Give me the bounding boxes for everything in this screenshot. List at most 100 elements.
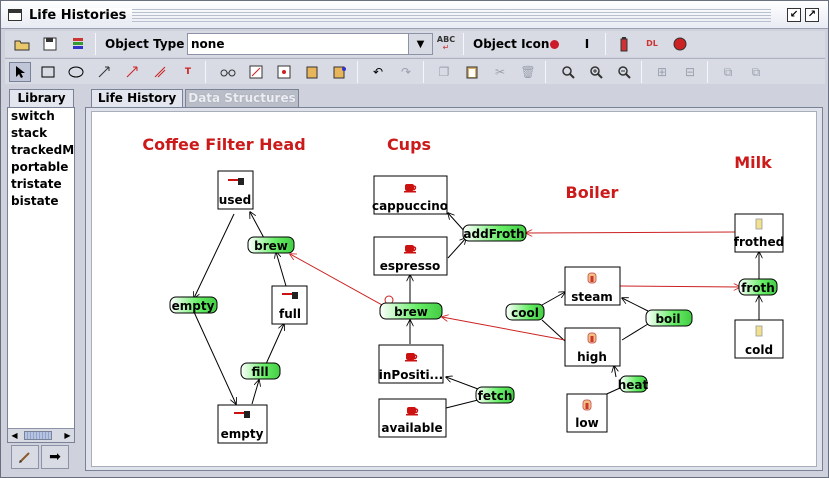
- state-steam[interactable]: steam: [564, 266, 621, 306]
- frame-icon[interactable]: [273, 62, 295, 82]
- tab-data-structures[interactable]: Data Structures: [185, 89, 299, 107]
- state-inposition[interactable]: inPositi...: [378, 344, 444, 384]
- title-bar[interactable]: Life Histories ↙ ↗: [1, 1, 828, 29]
- arrow-right-icon[interactable]: ➡: [41, 445, 69, 469]
- state-frothed[interactable]: frothed: [734, 213, 784, 253]
- spell-check-icon[interactable]: ABC ↵: [436, 35, 456, 52]
- state-used[interactable]: used: [217, 170, 254, 210]
- action-boil[interactable]: boil: [645, 309, 693, 327]
- search-icon[interactable]: [557, 62, 579, 82]
- chevron-down-icon[interactable]: ▼: [408, 34, 432, 54]
- redo-icon[interactable]: ↷: [400, 65, 412, 79]
- library-item[interactable]: portable: [11, 160, 69, 174]
- link-full-brew[interactable]: [276, 252, 287, 287]
- trash-icon[interactable]: 🗑: [520, 65, 536, 79]
- state-espresso[interactable]: espresso: [373, 236, 448, 276]
- toolbar-separator: [641, 61, 642, 83]
- bring-front-icon[interactable]: ⧉: [723, 65, 733, 79]
- copy-icon[interactable]: ❐: [438, 65, 450, 79]
- text-tool-icon[interactable]: T: [184, 66, 192, 77]
- text-cursor-icon[interactable]: I: [584, 37, 590, 51]
- scroll-right-icon[interactable]: ▶: [64, 431, 71, 440]
- library-item[interactable]: trackedMo: [11, 143, 74, 157]
- zoom-out-icon[interactable]: [613, 62, 635, 82]
- object-icon-dot-icon[interactable]: [550, 40, 559, 49]
- scroll-thumb[interactable]: [24, 431, 52, 440]
- state-cold[interactable]: cold: [734, 319, 784, 359]
- library-tab[interactable]: Library: [9, 89, 74, 107]
- link-brew-used[interactable]: [250, 212, 265, 239]
- ellipse-tool-icon[interactable]: [65, 62, 87, 82]
- link-fetch-inposition[interactable]: [446, 377, 479, 390]
- sync-frothed-addfroth[interactable]: [526, 232, 736, 233]
- line-chart-icon[interactable]: [245, 62, 267, 82]
- link-used-empty[interactable]: [194, 213, 235, 298]
- link-fill-full[interactable]: [265, 324, 284, 365]
- open-folder-icon[interactable]: [11, 34, 33, 54]
- sync-brew-brew[interactable]: [290, 254, 383, 306]
- state-cappuccino[interactable]: cappuccino: [372, 175, 448, 215]
- action-brew-cups[interactable]: brew: [379, 302, 443, 320]
- delete-line-icon[interactable]: DL: [646, 39, 658, 48]
- rectangle-tool-icon[interactable]: [37, 62, 59, 82]
- action-brew-filter[interactable]: brew: [247, 236, 295, 254]
- action-addfroth[interactable]: addFroth: [462, 224, 527, 242]
- action-cool[interactable]: cool: [505, 303, 545, 321]
- scroll-left-icon[interactable]: ◀: [11, 431, 18, 440]
- action-fetch[interactable]: fetch: [475, 386, 515, 404]
- link-empty-fill[interactable]: [251, 380, 259, 405]
- state-empty[interactable]: empty: [217, 404, 268, 444]
- paste-icon[interactable]: [461, 62, 483, 82]
- link-heat-high[interactable]: [614, 366, 616, 378]
- library-item[interactable]: tristate: [11, 177, 62, 191]
- undo-icon[interactable]: ↶: [372, 65, 384, 79]
- action-froth[interactable]: froth: [738, 278, 778, 296]
- link-high-cool[interactable]: [541, 319, 567, 343]
- library-item[interactable]: stack: [11, 126, 48, 140]
- library-item[interactable]: switch: [11, 109, 55, 123]
- link-empty-empty[interactable]: [193, 311, 236, 404]
- tab-life-history[interactable]: Life History: [91, 89, 183, 107]
- arrow-tool-icon[interactable]: [93, 62, 115, 82]
- state-low[interactable]: low: [566, 393, 608, 433]
- brush-icon[interactable]: [11, 445, 39, 469]
- sync-steam-froth[interactable]: [619, 286, 740, 287]
- save-icon[interactable]: [39, 34, 61, 54]
- restore-icon[interactable]: ↙: [787, 8, 801, 22]
- cut-icon[interactable]: ✂: [494, 65, 506, 79]
- link-available-fetch[interactable]: [445, 399, 479, 409]
- group-icon[interactable]: ⊞: [656, 65, 668, 79]
- maximize-icon[interactable]: ↗: [805, 8, 819, 22]
- send-back-icon[interactable]: ⧉: [751, 65, 761, 79]
- action-fill[interactable]: fill: [240, 362, 281, 380]
- pointer-tool-icon[interactable]: [9, 62, 31, 82]
- stop-record-icon[interactable]: [669, 34, 691, 54]
- action-empty[interactable]: empty: [169, 296, 218, 314]
- link-espresso-addfroth[interactable]: [447, 238, 466, 259]
- link-cool-steam[interactable]: [541, 292, 565, 306]
- action-heat[interactable]: heat: [618, 375, 649, 393]
- toolbar-separator: [707, 61, 708, 83]
- library-item[interactable]: bistate: [11, 194, 59, 208]
- state-available[interactable]: available: [378, 398, 447, 438]
- object-type-combo[interactable]: none ▼: [187, 33, 433, 55]
- box-star-icon[interactable]: [329, 62, 351, 82]
- library-scrollbar[interactable]: ◀ ▶: [8, 428, 74, 442]
- link-boil-steam[interactable]: [622, 298, 649, 312]
- sync-high-brew[interactable]: [442, 317, 566, 341]
- ungroup-icon[interactable]: ⊟: [684, 65, 696, 79]
- link-high-boil[interactable]: [621, 323, 649, 341]
- state-full[interactable]: full: [271, 285, 308, 325]
- glasses-icon[interactable]: [217, 62, 239, 82]
- diagram-canvas[interactable]: Coffee Filter Head Cups Boiler Milk: [91, 111, 817, 467]
- zoom-in-icon[interactable]: [585, 62, 607, 82]
- heading-coffee-filter-head: Coffee Filter Head: [142, 135, 305, 154]
- box-icon[interactable]: [301, 62, 323, 82]
- window-title: Life Histories: [29, 8, 133, 23]
- multi-arrow-tool-icon[interactable]: [149, 62, 171, 82]
- extinguisher-icon[interactable]: [613, 34, 635, 54]
- state-high[interactable]: high: [564, 327, 621, 367]
- state-label: steam: [571, 290, 613, 304]
- red-arrow-tool-icon[interactable]: [121, 62, 143, 82]
- library-stack-icon[interactable]: [67, 34, 89, 54]
